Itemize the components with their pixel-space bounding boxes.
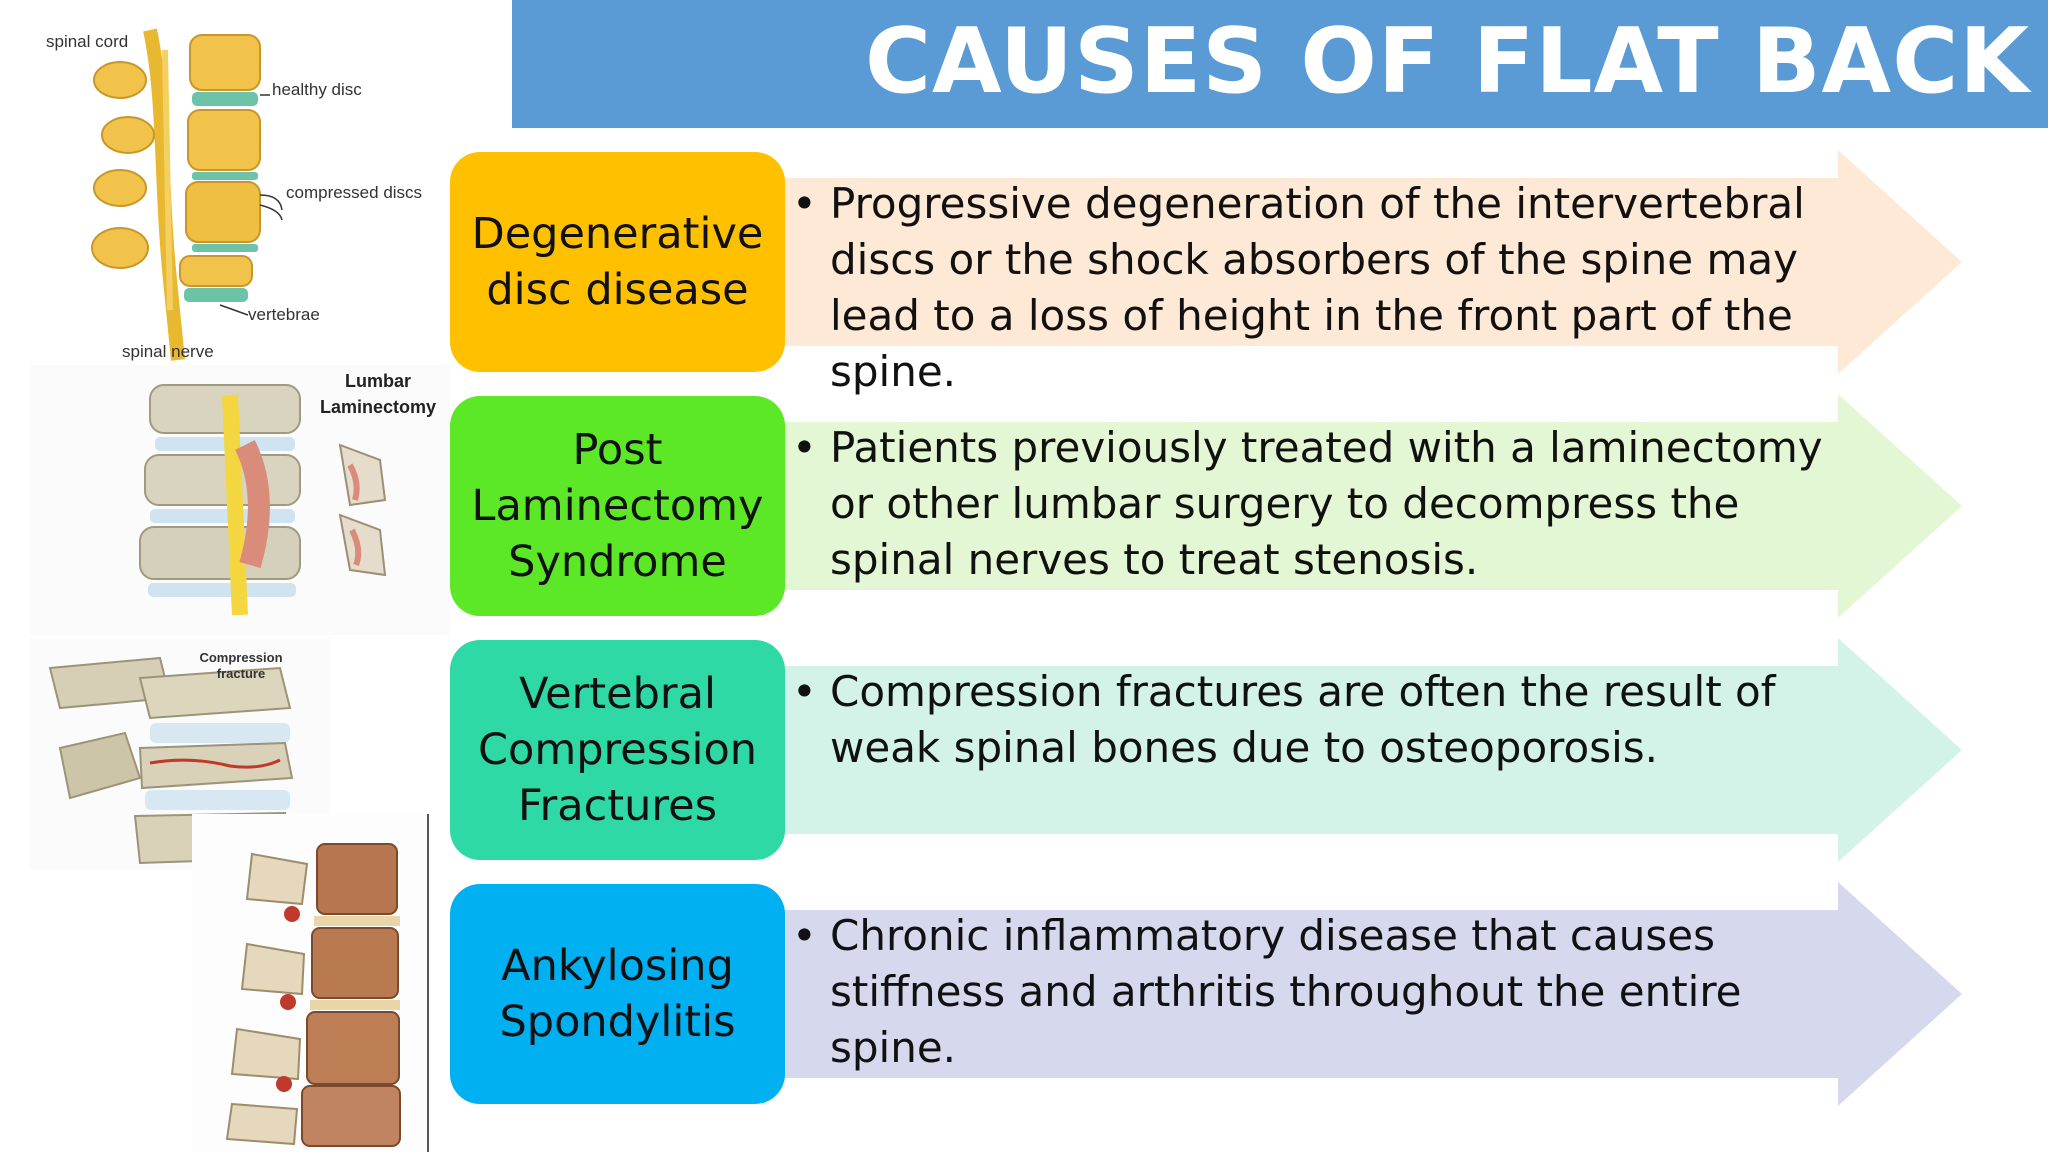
label-lumbar-laminectomy: Lumbar Laminectomy (319, 371, 437, 417)
label-spinal-nerve: spinal nerve (122, 342, 214, 361)
description-text: Patients previously treated with a lamin… (830, 423, 1823, 584)
label-healthy-disc: healthy disc (272, 80, 362, 99)
page-title: CAUSES OF FLAT BACK (864, 9, 2030, 114)
cause-name: Ankylosing Spondylitis (499, 941, 736, 1047)
cause-row-ankylosing-spondylitis: Ankylosing Spondylitis • Chronic inflamm… (450, 882, 1962, 1106)
description-text: Compression fractures are often the resu… (830, 667, 1776, 772)
cause-row-post-laminectomy: Post Laminectomy Syndrome • Patients pre… (450, 394, 1962, 618)
description-text: Chronic inflammatory disease that causes… (830, 911, 1742, 1072)
cause-box: Degenerative disc disease (450, 152, 785, 372)
description-text: Progressive degeneration of the interver… (830, 179, 1805, 396)
cause-name: Degenerative disc disease (471, 209, 764, 315)
arrow-banner (770, 882, 1962, 1106)
label-compressed-discs: compressed discs (286, 183, 423, 202)
cause-description: • Compression fractures are often the re… (792, 664, 1852, 776)
laminectomy-illustration (30, 365, 450, 635)
cause-name: Vertebral Compression Fractures (477, 669, 758, 831)
arrow-banner (770, 150, 1962, 374)
bullet-icon: • (792, 911, 817, 960)
label-vertebrae: vertebrae (248, 305, 320, 324)
cause-box: Post Laminectomy Syndrome (450, 396, 785, 616)
cause-box: Ankylosing Spondylitis (450, 884, 785, 1104)
cause-name: Post Laminectomy Syndrome (471, 425, 764, 587)
label-compression-fracture: Compression fracture (199, 650, 283, 681)
disc-anatomy-illustration (20, 20, 450, 365)
bullet-icon: • (792, 179, 817, 228)
arrow-banner (770, 638, 1962, 862)
arrow-banner (770, 394, 1962, 618)
cause-description: • Progressive degeneration of the interv… (792, 176, 1852, 400)
spondylitis-illustration (192, 814, 432, 1152)
bullet-icon: • (792, 423, 817, 472)
bullet-icon: • (792, 667, 817, 716)
cause-row-compression-fractures: Vertebral Compression Fractures • Compre… (450, 638, 1962, 862)
title-banner: CAUSES OF FLAT BACK (512, 0, 2048, 128)
cause-row-degenerative: Degenerative disc disease • Progressive … (450, 150, 1962, 396)
label-spinal-cord: spinal cord (46, 32, 129, 51)
cause-description: • Chronic inflammatory disease that caus… (792, 908, 1852, 1076)
cause-description: • Patients previously treated with a lam… (792, 420, 1852, 588)
cause-box: Vertebral Compression Fractures (450, 640, 785, 860)
